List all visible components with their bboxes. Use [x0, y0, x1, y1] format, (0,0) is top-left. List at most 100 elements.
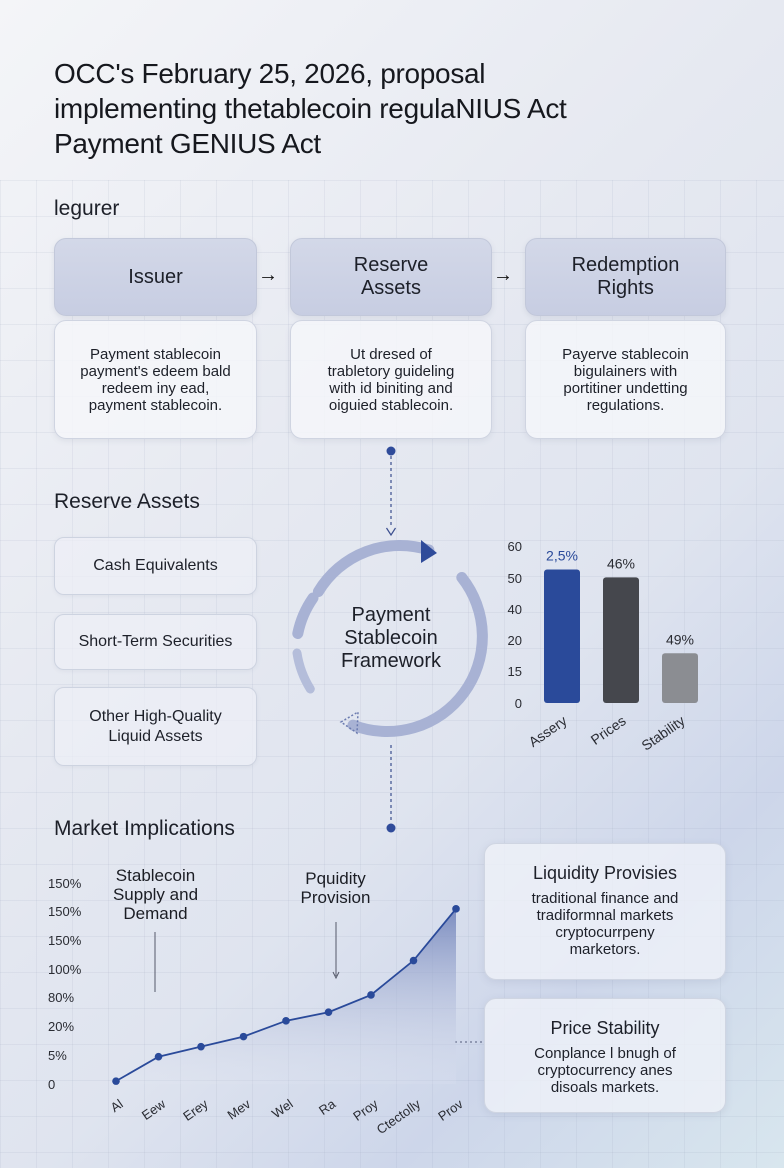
area-x-tick-label: Erey [180, 1096, 211, 1124]
reserve-assets-header-box: Reserve Assets [290, 238, 492, 316]
area-y-tick-label: 0 [48, 1077, 55, 1092]
area-data-point [367, 991, 375, 999]
annotation-arrowhead [332, 971, 340, 980]
area-y-tick-label: 150% [48, 876, 82, 891]
annotation-line: Pquidity [305, 869, 366, 888]
area-y-tick-label: 5% [48, 1048, 67, 1063]
description-line: regulations. [586, 396, 665, 414]
title-line: Payment GENIUS Act [54, 128, 321, 159]
info-box-title: Liquidity Provisies [532, 863, 678, 883]
cycle-arc [347, 572, 488, 737]
annotation-line: Provision [300, 888, 371, 907]
area-y-tick-label: 80% [48, 990, 74, 1005]
framework-line: Framework [340, 650, 441, 672]
bar-x-tick-label: Stability [638, 712, 687, 753]
area-data-point [112, 1077, 120, 1085]
description-line: payment stablecoin. [88, 396, 223, 414]
area-x-tick-label: Prov [435, 1096, 466, 1124]
bar-y-tick-label: 20 [508, 633, 522, 648]
area-x-tick-label: Proy [350, 1096, 381, 1124]
area-data-point [452, 905, 460, 913]
bar-data-label: 49% [666, 631, 694, 647]
area-data-point [409, 956, 418, 965]
area-y-tick-label: 150% [48, 904, 82, 919]
bar-x-tick-label: Prices [588, 712, 629, 747]
asset-line: Liquid Assets [108, 727, 203, 745]
info-box-line: cryptocurrpeny [555, 924, 655, 941]
description-line: payment's edeem bald [80, 362, 231, 380]
bar-stability [662, 653, 698, 703]
title-line: OCC's February 25, 2026, proposal [54, 58, 486, 89]
bar-y-tick-label: 0 [515, 696, 522, 711]
info-box-line: Conplance l bnugh of [534, 1045, 676, 1062]
title-line: implementing thetablecoin regulaNIUS Act [54, 93, 567, 124]
annotation-line: Supply and [112, 885, 199, 904]
cycle-arrowhead-icon [421, 540, 437, 563]
bar-y-tick-label: 15 [508, 664, 522, 679]
liquidity-info-box: Liquidity Provisies traditional finance … [484, 843, 726, 980]
issuer-header-box: Issuer [54, 238, 257, 316]
description-line: redeem iny ead, [101, 379, 210, 397]
header-line: Issuer [128, 265, 183, 288]
bar-data-label: 46% [607, 555, 635, 571]
description-line: trabletory guideling [327, 362, 455, 380]
description-line: Payerve stablecoin [562, 345, 689, 363]
area-x-tick-label: Ra [316, 1096, 339, 1118]
info-box-line: marketors. [569, 941, 641, 958]
description-line: oiguied stablecoin. [328, 396, 454, 414]
bar-prices [603, 577, 639, 703]
info-box-title: Price Stability [550, 1018, 660, 1038]
cycle-arc [292, 648, 315, 694]
framework-line: Payment [351, 604, 431, 626]
description-line: Ut dresed of [350, 345, 432, 363]
area-x-tick-label: Eew [139, 1096, 169, 1123]
framework-line: Stablecoin [344, 627, 438, 649]
connector-dot [386, 823, 396, 833]
reserve-section-label: Reserve Assets [54, 490, 200, 513]
liquidity-annotation: Pquidity Provision [283, 869, 388, 907]
header-line: Rights [597, 277, 654, 299]
header-line: Redemption [571, 254, 680, 276]
market-section-label: Market Implications [54, 817, 235, 840]
asset-item-cash: Cash Equivalents [54, 537, 257, 595]
price-stability-info-box: Price Stability Conplance l bnugh of cry… [484, 998, 726, 1113]
bar-y-tick-label: 50 [508, 571, 522, 586]
cycle-arc [312, 539, 435, 598]
area-x-tick-label: Mev [224, 1096, 253, 1123]
flow-arrow-icon: → [493, 264, 513, 286]
info-box-line: tradiformnal markets [536, 907, 674, 924]
header-line: Reserve [353, 254, 429, 276]
area-data-point [282, 1017, 290, 1025]
redemption-rights-header-box: Redemption Rights [525, 238, 726, 316]
bar-x-tick-label: Assery [525, 712, 569, 750]
area-x-tick-label: Ctectolly [374, 1096, 424, 1137]
bar-chart: 605040201502,5%Assery46%Prices49%Stabili… [508, 539, 698, 754]
top-connector [385, 446, 397, 537]
bottom-connector [386, 745, 396, 833]
redemption-description-box: Payerve stablecoin bigulainers with port… [525, 320, 726, 439]
asset-item-other: Other High-Quality Liquid Assets [54, 687, 257, 766]
area-data-point [239, 1032, 248, 1041]
header-line: Assets [360, 277, 421, 299]
area-data-point [324, 1008, 333, 1017]
description-line: portitiner undetting [563, 379, 688, 397]
asset-line: Other High-Quality [89, 707, 222, 725]
cycle-arc [292, 592, 319, 639]
area-x-tick-label: Wel [269, 1096, 296, 1121]
area-data-point [197, 1042, 205, 1051]
description-line: with id biniting and [329, 379, 453, 397]
description-line: Payment stablecoin [90, 345, 221, 363]
connector-arrowhead [385, 527, 397, 537]
info-box-line: traditional finance and [531, 890, 679, 907]
area-fill [116, 908, 456, 1084]
supply-demand-annotation: Stablecoin Supply and Demand [98, 866, 213, 923]
asset-line: Short-Term Securities [78, 633, 233, 650]
info-box-line: cryptocurrency anes [537, 1062, 673, 1079]
page-title: OCC's February 25, 2026, proposal implem… [54, 56, 754, 161]
flow-section-label: legurer [54, 197, 120, 220]
area-data-point [154, 1052, 163, 1061]
framework-cycle [292, 539, 488, 737]
flow-arrow-icon: → [258, 264, 278, 286]
